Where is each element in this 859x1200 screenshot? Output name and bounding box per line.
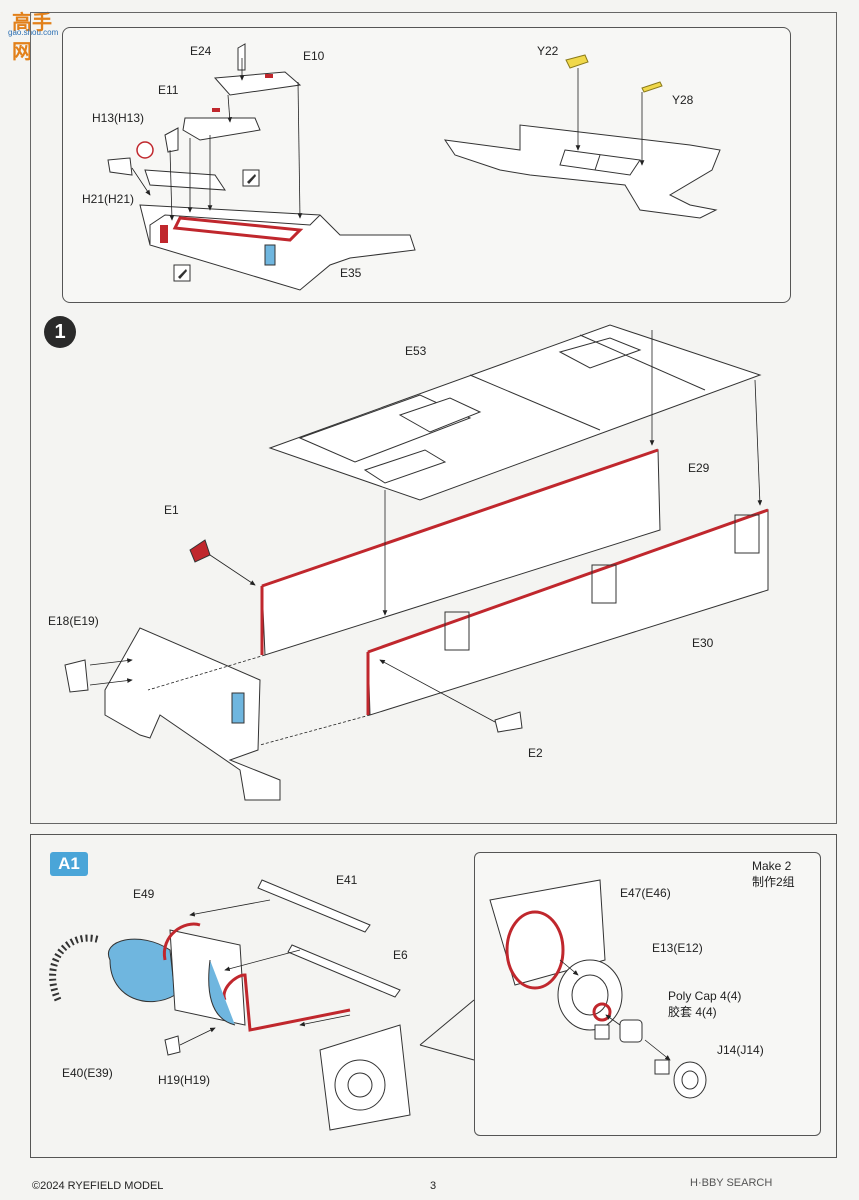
make-quantity-note: Make 2 制作2组 — [752, 858, 795, 890]
label-poly-cap-en: Poly Cap 4(4) — [668, 989, 742, 1003]
label-y22: Y22 — [537, 44, 559, 58]
label-e35: E35 — [340, 266, 362, 280]
label-e11: E11 — [158, 83, 179, 97]
make-note-cn: 制作2组 — [752, 875, 795, 889]
part-y22 — [565, 54, 589, 69]
part-h19 — [164, 1035, 181, 1056]
side-plate-e30 — [366, 508, 769, 716]
label-e47: E47(E46) — [620, 886, 671, 900]
part-e41 — [257, 879, 371, 933]
step-a1-panel — [30, 834, 837, 1158]
label-e24: E24 — [190, 44, 212, 58]
hatch-e10 — [213, 71, 302, 96]
label-j14: J14(J14) — [717, 1043, 764, 1057]
part-j14 — [673, 1061, 707, 1099]
label-poly-cap-cn: 胶套 4(4) — [668, 1005, 717, 1019]
step-a1-badge: A1 — [50, 852, 88, 876]
label-e49: E49 — [133, 887, 155, 901]
footer-page-number: 3 — [430, 1180, 437, 1192]
label-e2: E2 — [528, 746, 543, 760]
part-e40 — [49, 934, 102, 1002]
logo-text: 高手网 — [12, 10, 52, 63]
label-e13: E13(E12) — [652, 941, 703, 955]
label-e10: E10 — [303, 49, 325, 63]
top-plate-e53 — [268, 324, 762, 501]
part-e6 — [287, 944, 401, 998]
side-plate-e29 — [260, 448, 661, 656]
part-e24 — [237, 43, 246, 71]
hatch-e11 — [182, 108, 261, 141]
make-note-en: Make 2 — [752, 859, 792, 873]
label-h13: H13(H13) — [92, 111, 145, 125]
final-drive-housing — [107, 922, 351, 1032]
label-h19: H19(H19) — [158, 1073, 211, 1087]
part-h21 — [107, 141, 154, 176]
logo-subtext: gao.shou.com — [8, 28, 59, 37]
hull-plate-right — [443, 124, 721, 219]
label-e1: E1 — [164, 503, 179, 517]
label-e18: E18(E19) — [48, 614, 99, 628]
label-e29: E29 — [688, 461, 710, 475]
label-e6: E6 — [393, 948, 408, 962]
part-h13 — [164, 127, 179, 153]
label-h21: H21(H21) — [82, 192, 135, 206]
label-e53: E53 — [405, 344, 427, 358]
glue-icon-inset — [594, 1024, 670, 1075]
part-e47 — [489, 879, 606, 990]
footer-watermark: H·BBY SEARCH — [690, 1177, 773, 1189]
glue-icon — [173, 169, 260, 282]
hull-plate-e35 — [139, 169, 416, 291]
poly-cap — [619, 1019, 643, 1043]
footer-copyright: ©2024 RYEFIELD MODEL — [32, 1180, 164, 1192]
drive-sprocket — [319, 1024, 411, 1131]
part-e1 — [189, 539, 211, 563]
site-logo: 高手网 gao.shou.com — [6, 6, 70, 63]
part-e2 — [494, 711, 523, 733]
label-e30: E30 — [692, 636, 714, 650]
label-e41: E41 — [336, 873, 358, 887]
part-e13 — [557, 959, 623, 1031]
front-plate-assembly — [64, 627, 281, 801]
step-1-panel — [30, 12, 837, 824]
step-number-1: 1 — [44, 316, 76, 348]
label-e40: E40(E39) — [62, 1066, 113, 1080]
label-y28: Y28 — [672, 93, 694, 107]
part-y28 — [641, 81, 663, 93]
